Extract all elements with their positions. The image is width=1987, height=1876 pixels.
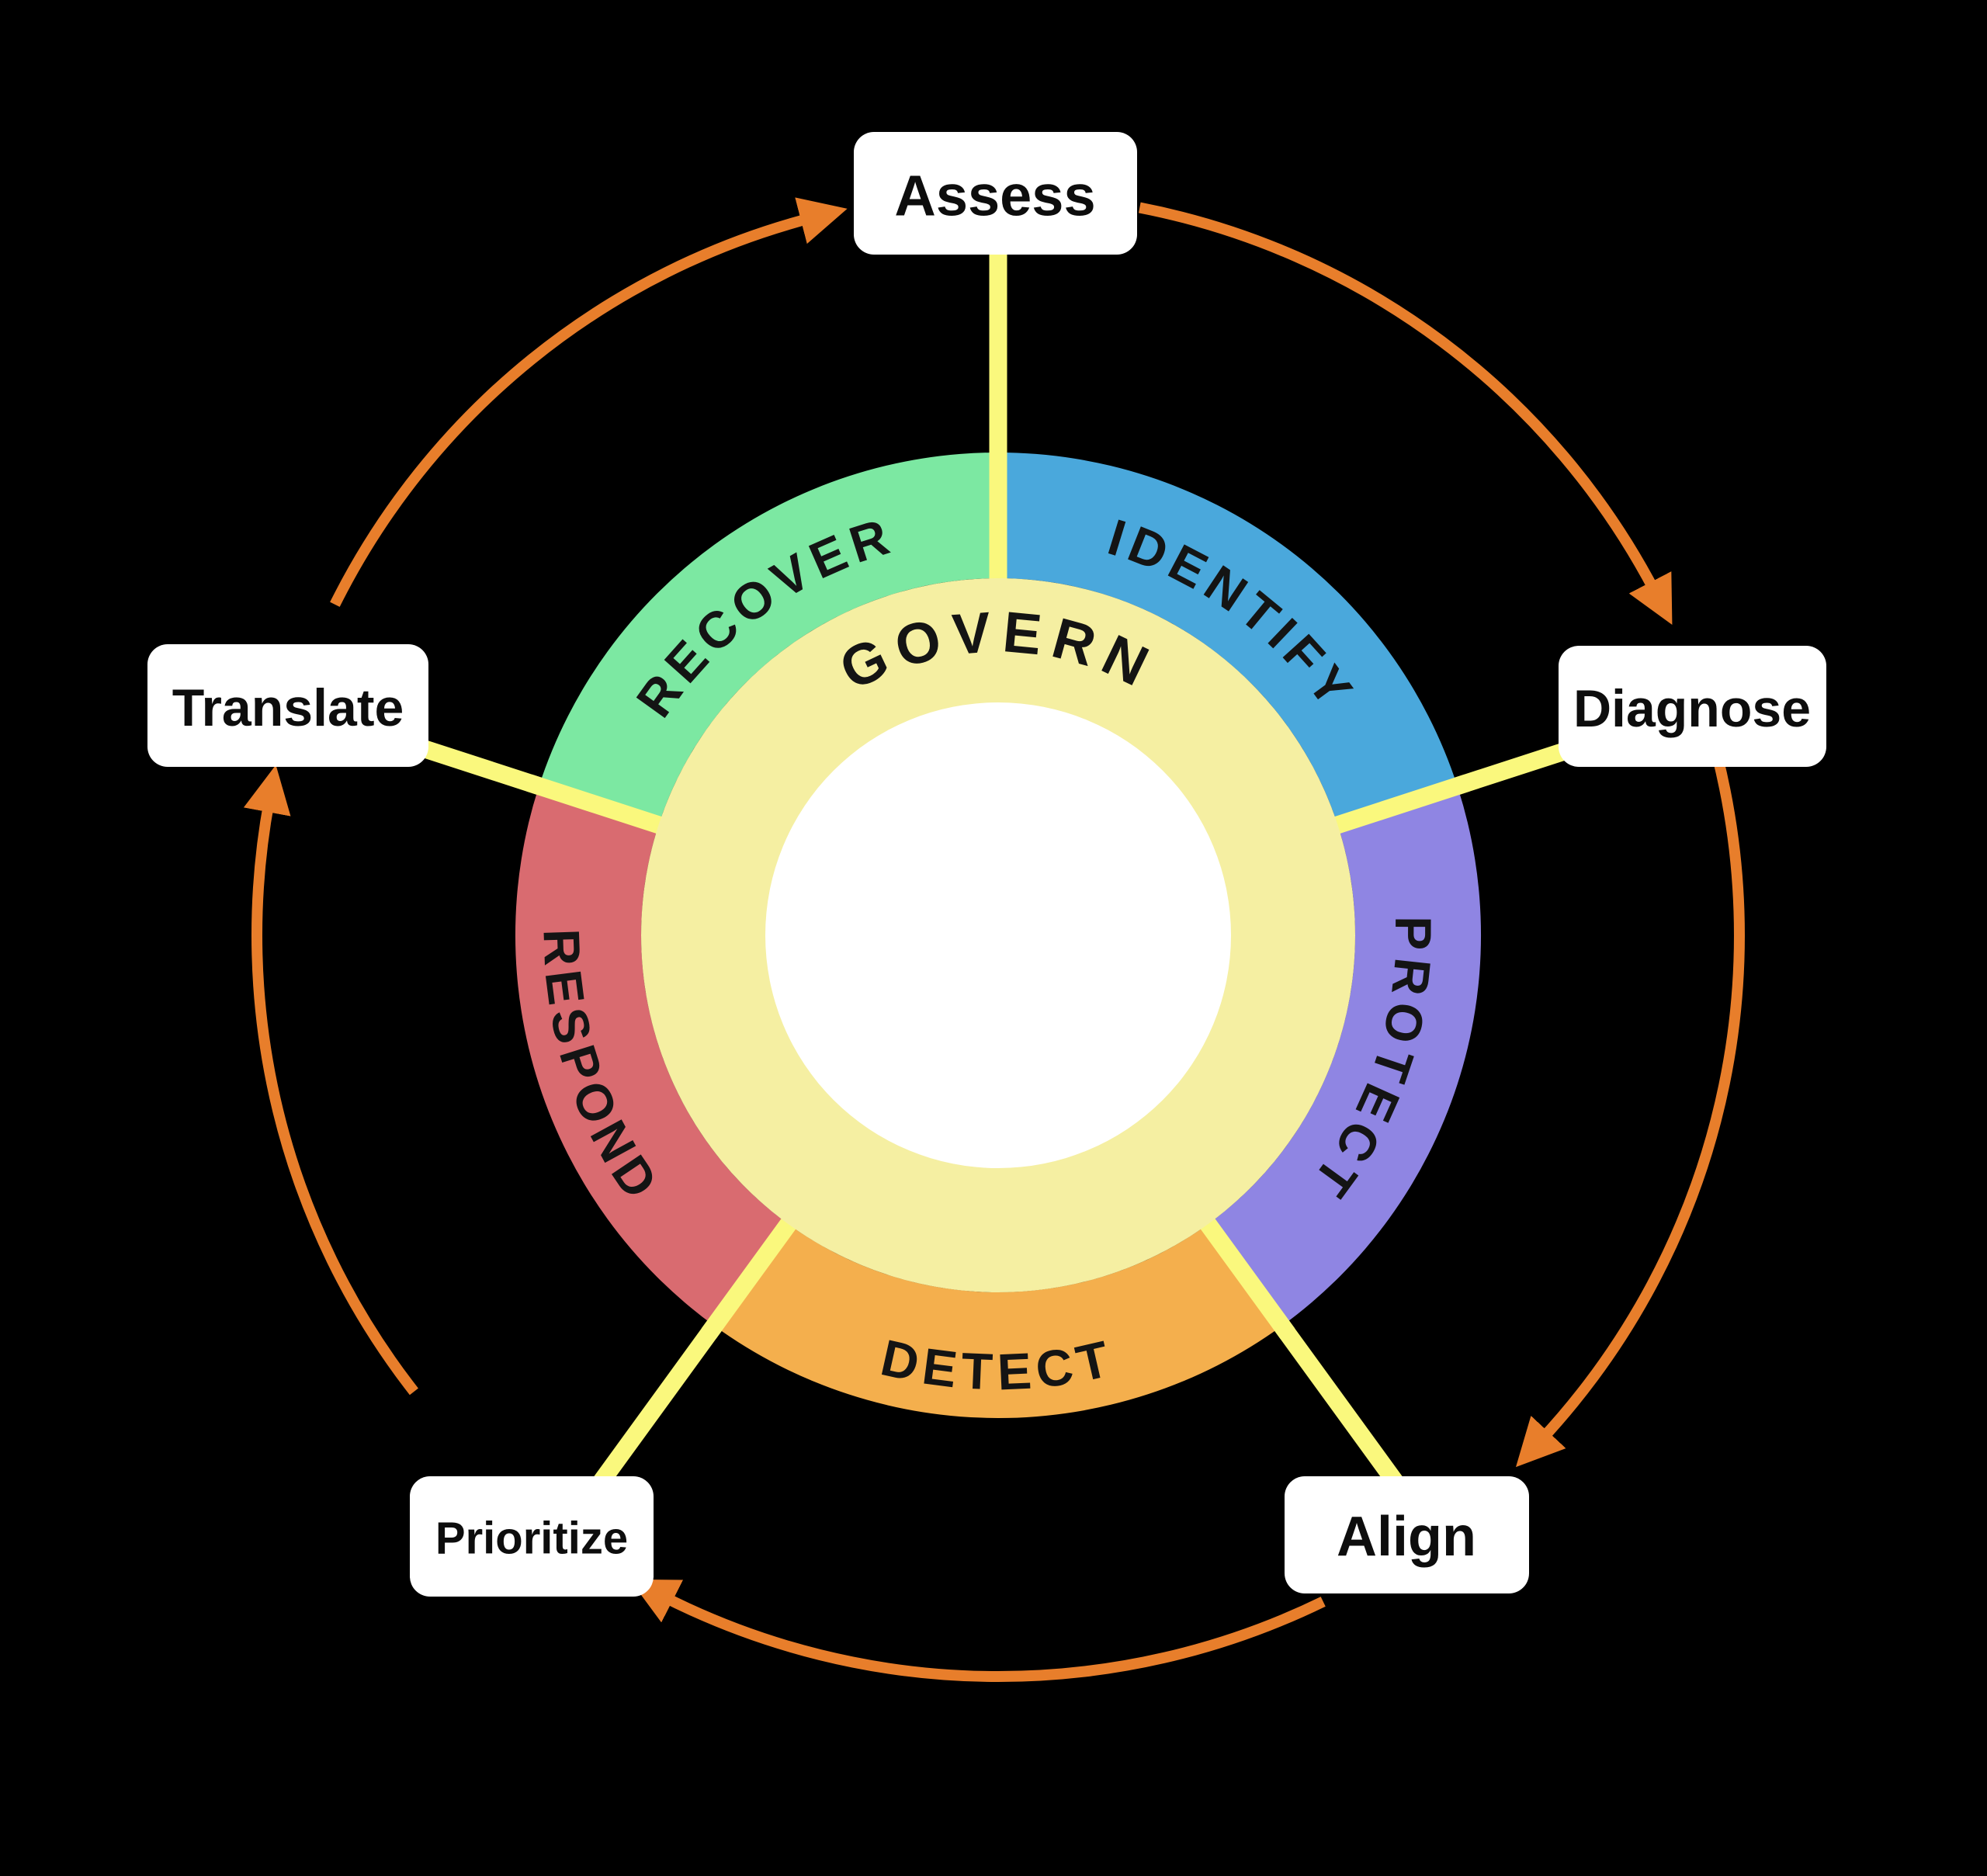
wheel-segment-recover xyxy=(539,452,998,825)
wheel-segment-identify xyxy=(998,453,1458,825)
stage-label-align: Align xyxy=(1337,1506,1476,1568)
divider-left-upper xyxy=(526,774,677,838)
stage-label-translate: Translate xyxy=(172,678,404,737)
cycle-arrow-translate-to-assess xyxy=(330,197,848,607)
stage-boxes: Assess Diagnose Align Prioritize Transla… xyxy=(147,132,1826,1597)
wheel-segment-dividers xyxy=(526,446,1470,1340)
divider-right-upper xyxy=(1319,774,1470,838)
cycle-arrow-prioritize-to-translate xyxy=(243,765,418,1396)
divider-left-lower xyxy=(701,1206,805,1340)
divider-right-lower xyxy=(1191,1206,1295,1340)
stage-box-translate xyxy=(147,644,428,767)
stage-box-diagnose xyxy=(1559,646,1826,767)
stage-label-prioritize: Prioritize xyxy=(435,1514,628,1564)
wheel-center xyxy=(765,702,1231,1168)
wheel-segment-respond xyxy=(515,785,789,1326)
cycle-arrow-diagnose-to-align xyxy=(1516,754,1745,1468)
stage-box-assess xyxy=(854,132,1137,255)
wheel-segment-detect xyxy=(714,1224,1282,1418)
wheel-segments xyxy=(515,452,1482,1418)
cycle-arrow-align-to-prioritize xyxy=(629,1579,1326,1683)
wheel-segment-protect xyxy=(1208,785,1482,1326)
cycle-arrows xyxy=(243,197,1745,1683)
stage-label-diagnose: Diagnose xyxy=(1573,679,1811,738)
stage-box-prioritize xyxy=(410,1476,654,1597)
cycle-arrow-assess-to-diagnose xyxy=(1138,202,1673,625)
stage-box-align xyxy=(1285,1476,1529,1593)
stage-label-assess: Assess xyxy=(894,164,1095,228)
